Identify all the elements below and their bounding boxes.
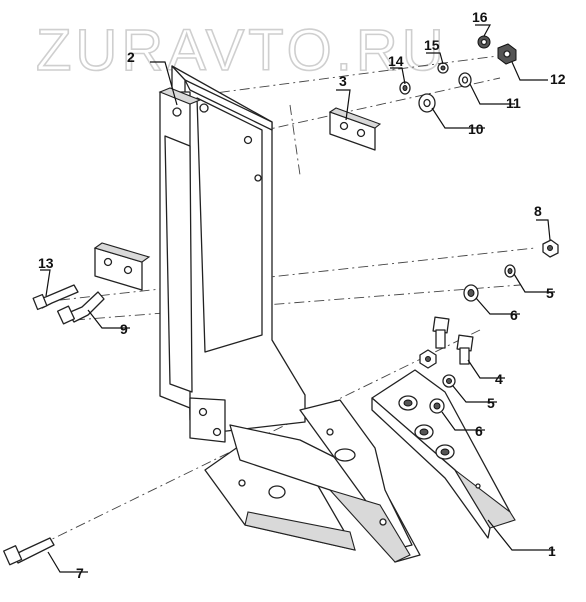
- callout-7: 7: [76, 565, 84, 581]
- callout-1: 1: [548, 543, 556, 559]
- nut-part-a: [419, 349, 437, 369]
- callout-4: 4: [495, 371, 503, 387]
- nut-part-16: [477, 35, 491, 49]
- callout-13: 13: [38, 255, 54, 271]
- callout-6-upper: 6: [510, 307, 518, 323]
- nut-part-8: [542, 239, 559, 258]
- bolt-part-4: [456, 334, 474, 365]
- leader-lines: [40, 24, 555, 573]
- blade-assembly: [204, 399, 421, 563]
- callout-15: 15: [424, 37, 440, 53]
- bolt-part-7: [3, 537, 55, 566]
- washer-part-5-b: [442, 374, 456, 388]
- plate-part-3: [328, 107, 382, 151]
- callout-5-upper: 5: [546, 285, 554, 301]
- washer-part-11: [458, 72, 472, 88]
- washer-part-6-b: [429, 398, 445, 414]
- washer-part-15: [437, 62, 449, 74]
- callout-11: 11: [506, 95, 521, 111]
- plate-left: [93, 242, 151, 291]
- callout-5-lower: 5: [487, 395, 495, 411]
- callout-12: 12: [550, 71, 566, 87]
- watermark-logo: ZURAVTO.RU: [36, 18, 448, 83]
- frame-post-part-2: [158, 65, 306, 443]
- washer-part-5-a: [504, 264, 516, 278]
- washer-part-10: [418, 93, 436, 113]
- callout-10: 10: [468, 121, 484, 137]
- callout-2: 2: [127, 49, 135, 65]
- bolt-part-13: [32, 284, 79, 311]
- callout-8: 8: [534, 203, 542, 219]
- bolt-part-4-a: [432, 316, 450, 349]
- callout-6-lower: 6: [475, 423, 483, 439]
- washer-part-6-a: [463, 284, 479, 302]
- callout-14: 14: [388, 53, 404, 69]
- callout-9: 9: [120, 321, 128, 337]
- foot-block-part-1: [371, 369, 516, 539]
- callout-3: 3: [339, 73, 347, 89]
- bolt-part-9: [56, 291, 105, 325]
- callout-16: 16: [472, 9, 488, 25]
- callout-labels: 2 3 14 15 16 12 11 10 8 5 6 4 5 6 1 13 9…: [38, 9, 566, 581]
- nut-part-12: [497, 43, 517, 65]
